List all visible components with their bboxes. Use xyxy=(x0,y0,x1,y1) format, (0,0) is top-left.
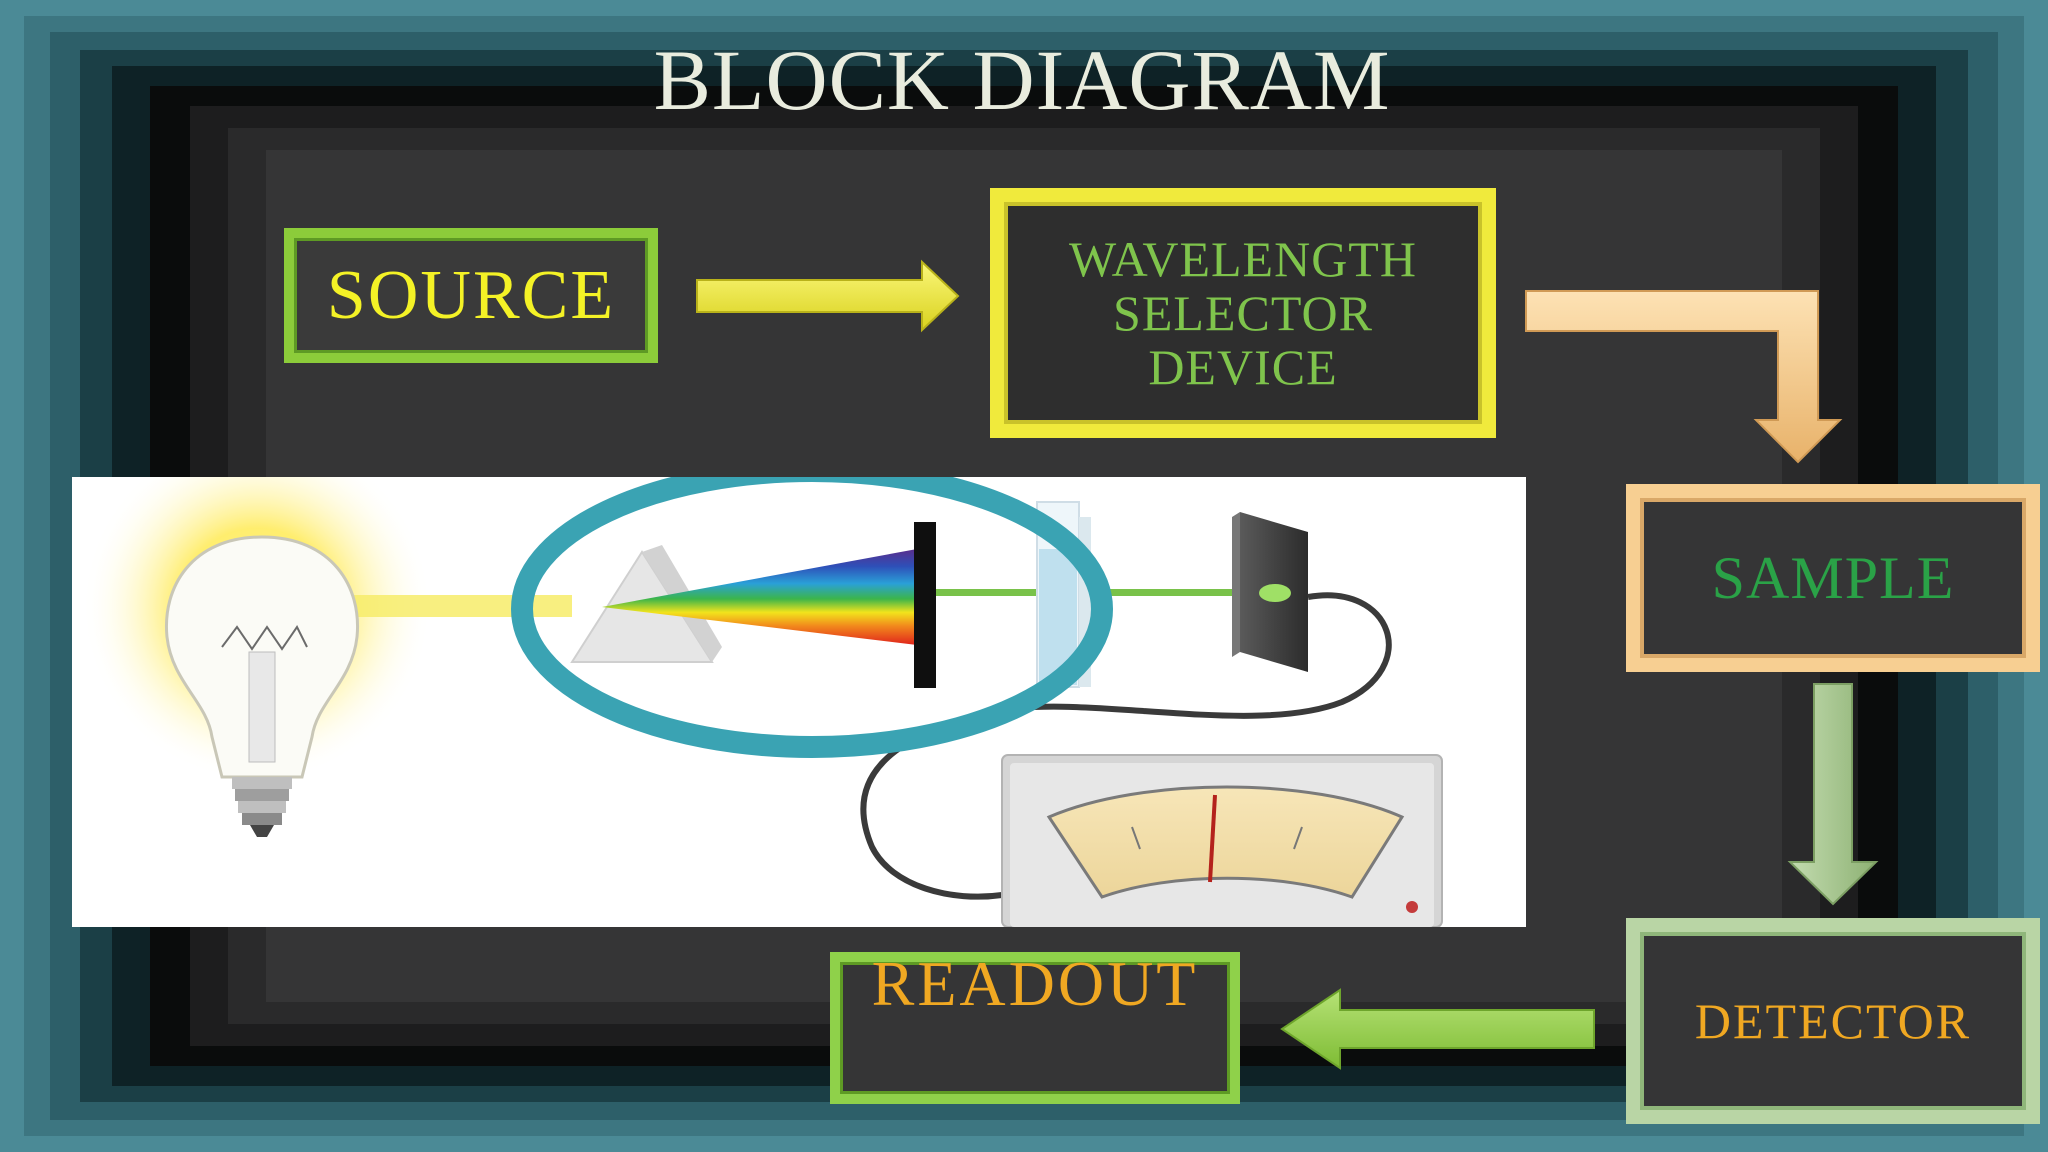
source-block: SOURCE xyxy=(284,228,658,363)
slit-icon xyxy=(914,522,936,688)
wavelength-selector-label: WAVELENGTH SELECTOR DEVICE xyxy=(1069,232,1417,394)
detector-block: DETECTOR xyxy=(1626,918,2040,1124)
spectrum-fan xyxy=(602,549,917,645)
arrow-source-to-wavelength xyxy=(696,259,960,333)
source-label: SOURCE xyxy=(326,256,616,334)
detector-plate-icon xyxy=(1232,512,1308,672)
arrow-wavelength-to-sample xyxy=(1525,290,1843,464)
illustration-svg xyxy=(82,477,1443,927)
arrow-detector-to-readout xyxy=(1280,988,1595,1070)
arrow-sample-to-detector xyxy=(1787,683,1879,906)
wavelength-selector-block: WAVELENGTH SELECTOR DEVICE xyxy=(990,188,1496,438)
detector-label: DETECTOR xyxy=(1694,993,1972,1049)
readout-label: READOUT xyxy=(871,948,1199,1019)
wavelength-line-3: DEVICE xyxy=(1148,339,1338,395)
meter-needle xyxy=(1208,794,1217,883)
meter-icon xyxy=(1001,754,1443,927)
sample-label: SAMPLE xyxy=(1711,544,1955,611)
light-bulb-icon xyxy=(164,535,360,837)
readout-block: READOUT xyxy=(830,948,1240,1104)
light-beam xyxy=(292,595,572,617)
spectrophotometer-illustration xyxy=(72,477,1526,927)
slide-title: BLOCK DIAGRAM xyxy=(653,32,1391,128)
wavelength-selector-highlight xyxy=(511,477,1113,758)
wavelength-line-2: SELECTOR xyxy=(1113,285,1373,341)
sample-block: SAMPLE xyxy=(1626,484,2040,672)
wavelength-line-1: WAVELENGTH xyxy=(1069,231,1417,287)
